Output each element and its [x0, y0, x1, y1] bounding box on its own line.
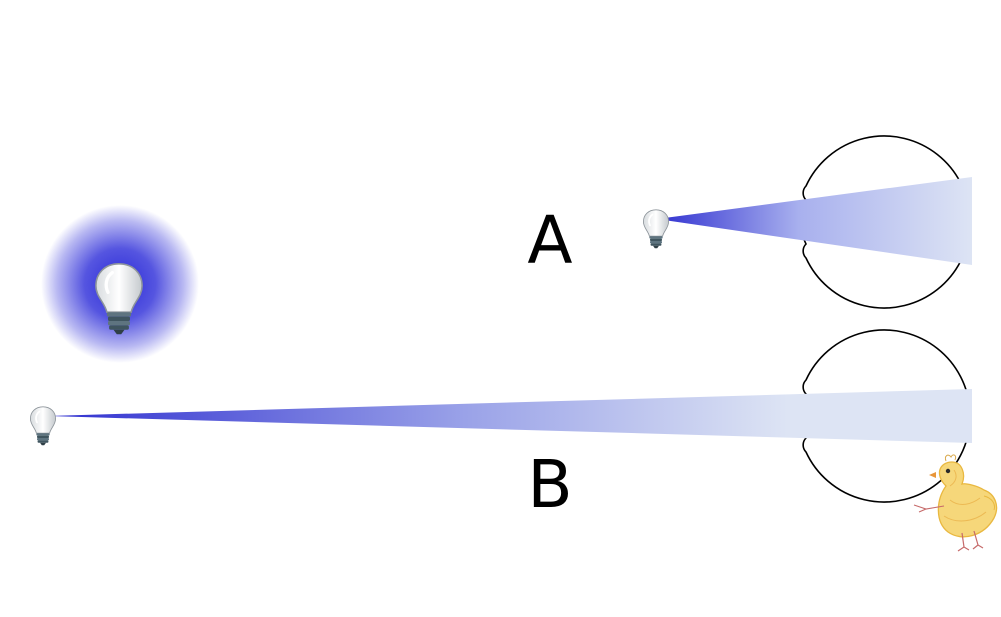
light-beam-a — [657, 177, 972, 265]
chick-doodle-icon — [913, 454, 998, 552]
label-b: B — [527, 446, 572, 523]
label-a: A — [527, 202, 572, 279]
light-beam-b — [48, 389, 972, 443]
lightbulb-a — [642, 208, 670, 250]
glowing-lightbulb — [41, 205, 199, 363]
lightbulb-b — [29, 405, 57, 447]
lightbulb-icon — [642, 208, 670, 250]
lightbulb-icon — [29, 405, 57, 447]
